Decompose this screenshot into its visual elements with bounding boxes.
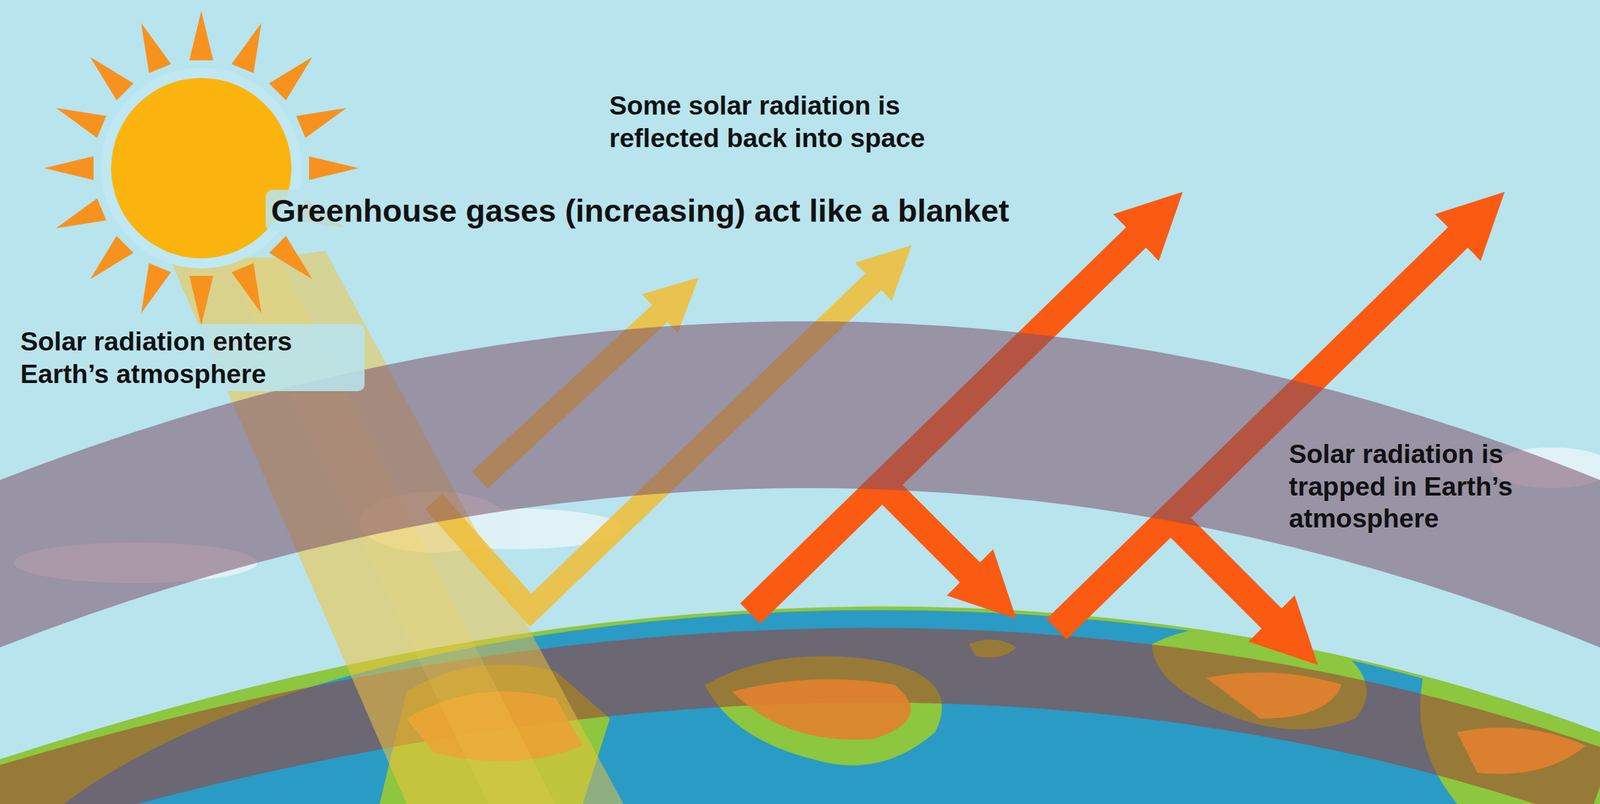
sun-ray	[309, 155, 359, 180]
sun-ray	[90, 235, 134, 280]
sun-ray	[90, 56, 134, 101]
greenhouse-gas-band	[0, 321, 1600, 648]
enters-note: Solar radiation enters Earth’s atmospher…	[14, 323, 365, 392]
sun-ray	[269, 56, 313, 101]
sun-ray	[140, 262, 171, 314]
sun-ray	[44, 155, 94, 180]
sun-ray	[231, 262, 262, 314]
reflected-note: Some solar radiation is reflected back i…	[609, 89, 976, 154]
sun-ray	[296, 107, 347, 138]
earth	[0, 606, 1600, 804]
sun-ray	[56, 107, 107, 138]
sun-ray	[189, 10, 213, 61]
sun-ray	[231, 23, 262, 74]
sun-ray	[56, 198, 107, 229]
diagram-title: Greenhouse gases (increasing) act like a…	[265, 189, 1015, 232]
sun-ray	[189, 275, 213, 326]
sun-ray	[269, 235, 313, 280]
sun-ray	[140, 23, 171, 74]
trapped-note: Solar radiation is trapped in Earth’s at…	[1288, 437, 1581, 535]
sun	[44, 10, 359, 326]
